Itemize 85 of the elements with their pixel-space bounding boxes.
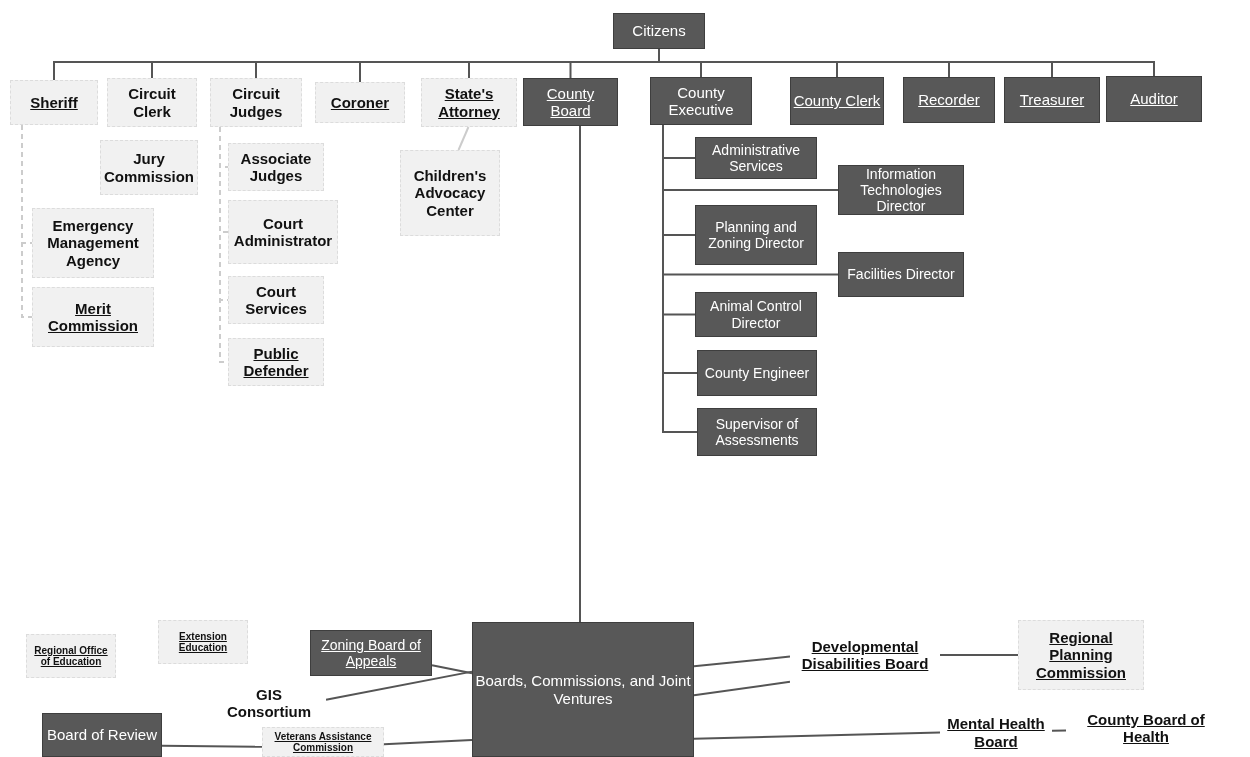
- org-unit-box: [903, 77, 995, 123]
- connector-line: [325, 670, 473, 701]
- org-unit-box: [262, 727, 384, 757]
- org-unit-box: [42, 713, 162, 757]
- unit-name: Planning and Zoning Director: [707, 218, 805, 252]
- unit-name: Court Administrator: [232, 214, 334, 250]
- org-unit-box: [695, 292, 817, 337]
- unit-name: Zoning Board of Appeals: [320, 636, 422, 670]
- connector-line: [662, 124, 698, 433]
- connector-line: [693, 731, 941, 740]
- org-unit-box: [1004, 77, 1100, 123]
- unit-name: Emergency Management Agency: [46, 217, 140, 269]
- unit-name: County Clerk: [793, 92, 881, 110]
- unit-name: Circuit Clerk: [127, 85, 177, 120]
- unit-name: Auditor: [1130, 90, 1178, 108]
- org-unit-box: [210, 78, 302, 127]
- org-unit-box: [32, 208, 154, 278]
- unit-name: Sheriff: [30, 93, 78, 112]
- org-unit-box: [790, 77, 884, 125]
- unit-name: Coroner: [330, 93, 390, 112]
- org-unit-box: [400, 150, 500, 236]
- org-unit-box: [32, 287, 154, 347]
- connector-line: [1051, 729, 1067, 732]
- org-unit-box: [228, 338, 324, 386]
- connector-line: [693, 655, 791, 668]
- org-unit-box: [107, 78, 197, 127]
- org-unit-box: [613, 13, 705, 49]
- org-unit-box: [838, 252, 964, 297]
- org-unit-box: [228, 276, 324, 324]
- unit-name: Animal Control Director: [709, 298, 803, 331]
- unit-name: County Engineer: [704, 364, 810, 382]
- unit-name: Associate Judges: [239, 149, 313, 185]
- org-unit-box: [523, 78, 618, 126]
- unit-name: County Board of Health: [1086, 710, 1206, 746]
- org-unit-box: [310, 630, 432, 676]
- unit-name: Court Services: [244, 282, 308, 318]
- org-unit-box: [100, 140, 198, 195]
- connector-line: [579, 125, 581, 623]
- unit-name: Supervisor of Assessments: [714, 415, 800, 449]
- unit-name: Facilities Director: [847, 266, 955, 283]
- org-unit-box: [697, 350, 817, 396]
- unit-name: State's Attorney: [437, 85, 501, 120]
- unit-name: Board of Review: [46, 726, 158, 744]
- org-unit-box: [10, 80, 98, 125]
- connector-line: [431, 664, 473, 675]
- unit-name: Developmental Disabilities Board: [800, 637, 930, 673]
- unit-name: Veterans Assistance Commission: [273, 730, 373, 754]
- org-unit-box: [695, 137, 817, 179]
- connector-line: [939, 654, 1019, 656]
- org-unit-box: [228, 143, 324, 191]
- unit-name: Citizens: [632, 22, 686, 40]
- connector-line: [383, 739, 473, 746]
- unit-name: Mental Health Board: [946, 715, 1046, 750]
- org-unit-box: [1106, 76, 1202, 122]
- org-unit-box: [1018, 620, 1144, 690]
- unit-name: Public Defender: [242, 344, 310, 380]
- dashed-connector: [21, 124, 33, 318]
- org-unit-box: [697, 408, 817, 456]
- connector-line: [161, 744, 263, 748]
- unit-name: Regional Planning Commission: [1035, 629, 1127, 681]
- org-unit-box: [158, 620, 248, 664]
- unit-name: Boards, Commissions, and Joint Ventures: [475, 672, 691, 707]
- connector-line: [457, 126, 470, 151]
- org-unit-box: [315, 82, 405, 123]
- unit-name: Merit Commission: [47, 299, 139, 335]
- unit-name: Circuit Judges: [228, 85, 284, 120]
- org-unit-box: [838, 165, 964, 215]
- unit-name: Jury Commission: [103, 150, 195, 185]
- org-unit-box: [650, 77, 752, 125]
- org-unit-box: [472, 622, 694, 757]
- unit-name: County Board: [545, 84, 596, 120]
- connector-line: [693, 680, 791, 697]
- unit-name: Administrative Services: [711, 141, 801, 175]
- org-unit-box: [421, 78, 517, 127]
- unit-name: Treasurer: [1019, 91, 1085, 109]
- unit-name: Recorder: [918, 91, 980, 109]
- unit-name: Information Technologies Director: [859, 165, 943, 215]
- org-unit-box: [695, 205, 817, 265]
- org-unit-box: [228, 200, 338, 264]
- unit-name: Children's Advocacy Center: [412, 167, 488, 219]
- unit-name: Regional Office of Education: [33, 644, 109, 668]
- unit-name: GIS Consortium: [225, 685, 313, 721]
- unit-name: Extension Education: [177, 630, 229, 654]
- unit-name: County Executive: [667, 83, 735, 119]
- org-unit-box: [26, 634, 116, 678]
